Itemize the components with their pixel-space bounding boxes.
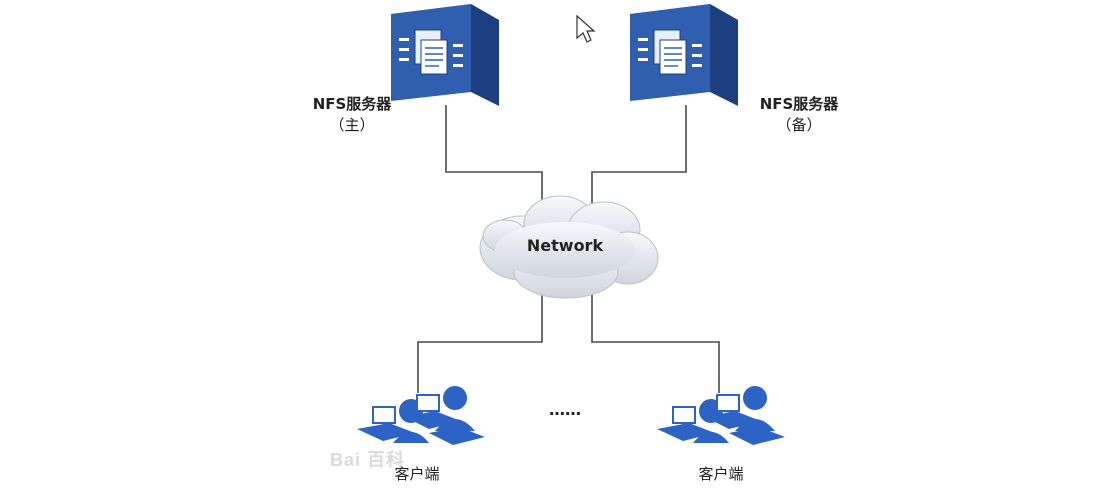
client-group-left-icon: [357, 386, 485, 445]
client-group-right-icon: [657, 386, 785, 445]
server-primary-icon: [391, 4, 499, 106]
client-right-label: 客户端: [698, 465, 744, 483]
line-backup-server: [591, 105, 687, 205]
client-left-label: 客户端: [394, 465, 440, 483]
watermark: Bai 百科: [330, 450, 406, 470]
line-right-client: [591, 290, 720, 393]
client-ellipsis: ……: [549, 400, 581, 419]
line-primary-server: [445, 105, 543, 205]
server-backup-label: NFS服务器 （备）: [739, 93, 859, 135]
server-backup-role: （备）: [776, 116, 822, 134]
server-backup-icon: [630, 4, 738, 106]
line-left-client: [417, 290, 543, 393]
network-label: Network: [526, 236, 604, 255]
network-cloud-icon: [479, 195, 659, 299]
server-primary-name: NFS服务器: [312, 95, 392, 113]
server-primary-role: （主）: [329, 116, 375, 134]
server-backup-name: NFS服务器: [759, 95, 839, 113]
connection-lines: [417, 105, 720, 393]
mouse-cursor-icon: [576, 14, 596, 43]
server-primary-label: NFS服务器 （主）: [292, 93, 412, 135]
